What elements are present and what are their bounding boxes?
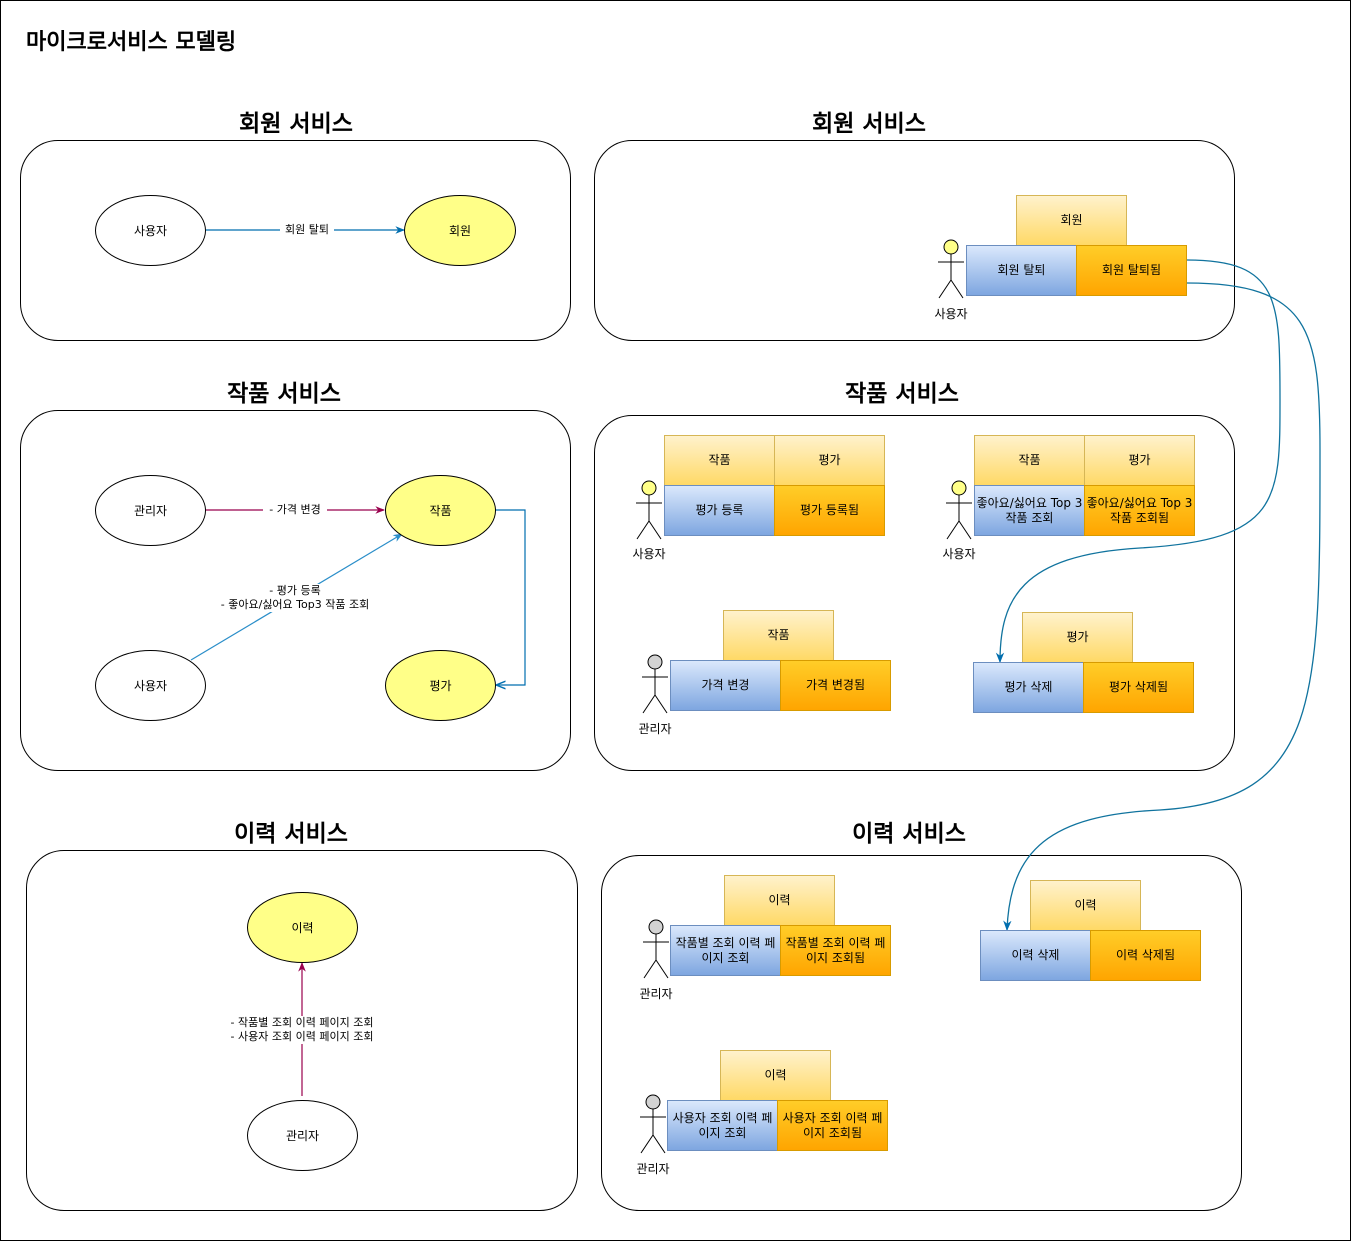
event-rating-deleted: 평가 삭제됨 [1083,662,1194,713]
section-title-member-right: 회원 서비스 [812,111,926,137]
entity-member: 회원 [404,195,516,266]
actor-icon [636,480,662,540]
actor-icon [643,919,669,979]
actor-label: 사용자 [632,547,666,561]
edge-label-line: - 작품별 조회 이력 페이지 조회 [230,1016,374,1029]
event-history-deleted: 이력 삭제됨 [1090,930,1201,981]
actor-label: 사용자 [942,547,976,561]
aggregate-history: 이력 [720,1050,831,1101]
edge-label-price-change: - 가격 변경 [263,503,327,517]
actor-icon [640,1094,666,1154]
command-history-delete: 이력 삭제 [980,930,1091,981]
command-work-history-query: 작품별 조회 이력 페이지 조회 [670,925,781,976]
aggregate-work: 작품 [723,610,834,661]
actor-icon [642,654,668,714]
command-member-withdraw: 회원 탈퇴 [966,245,1077,296]
command-price-change: 가격 변경 [670,660,781,711]
edge-label-user-work: - 평가 등록 - 좋아요/싫어요 Top3 작품 조회 [215,584,375,612]
edge-label-line: - 사용자 조회 이력 페이지 조회 [230,1030,374,1043]
command-user-history-query: 사용자 조회 이력 페이지 조회 [667,1100,778,1151]
entity-admin: 관리자 [247,1100,358,1171]
actor-icon [938,239,964,299]
entity-user: 사용자 [95,650,206,721]
section-title-history-left: 이력 서비스 [234,821,348,847]
event-user-history-queried: 사용자 조회 이력 페이지 조회됨 [777,1100,888,1151]
actor-label: 관리자 [639,987,673,1001]
entity-work: 작품 [385,475,496,546]
aggregate-history: 이력 [724,875,835,926]
entity-user: 사용자 [95,195,206,266]
entity-history: 이력 [247,892,358,963]
command-top3-query: 좋아요/싫어요 Top 3 작품 조회 [974,485,1085,536]
aggregate-rating: 평가 [774,435,885,486]
entity-rating: 평가 [385,650,496,721]
actor-icon [946,480,972,540]
section-title-work-left: 작품 서비스 [227,381,341,407]
actor-label: 사용자 [934,307,968,321]
event-member-withdrawn: 회원 탈퇴됨 [1076,245,1187,296]
aggregate-member: 회원 [1016,195,1127,246]
event-price-changed: 가격 변경됨 [780,660,891,711]
actor-label: 관리자 [636,1162,670,1176]
aggregate-history: 이력 [1030,880,1141,931]
edge-member-to-history-delete [1003,282,1321,932]
edge-label-history: - 작품별 조회 이력 페이지 조회 - 사용자 조회 이력 페이지 조회 [212,1016,392,1044]
event-work-history-queried: 작품별 조회 이력 페이지 조회됨 [780,925,891,976]
command-rating-delete: 평가 삭제 [973,662,1084,713]
aggregate-rating: 평가 [1084,435,1195,486]
edge-label-member-withdraw: 회원 탈퇴 [280,223,334,237]
edge-work-rating [495,509,526,685]
event-rating-registered: 평가 등록됨 [774,485,885,536]
edge-label-line: - 좋아요/싫어요 Top3 작품 조회 [220,598,370,611]
container-member-right [594,140,1235,341]
section-title-member-left: 회원 서비스 [239,111,353,137]
section-title-work-right: 작품 서비스 [845,381,959,407]
aggregate-work: 작품 [974,435,1085,486]
aggregate-work: 작품 [664,435,775,486]
entity-admin: 관리자 [95,475,206,546]
section-title-history-right: 이력 서비스 [852,821,966,847]
aggregate-rating: 평가 [1022,612,1133,663]
page-title: 마이크로서비스 모델링 [26,30,237,55]
event-top3-queried: 좋아요/싫어요 Top 3 작품 조회됨 [1084,485,1195,536]
edge-member-to-rating-delete [995,259,1281,664]
command-rating-register: 평가 등록 [664,485,775,536]
edge-label-line: - 평가 등록 [269,584,321,597]
actor-label: 관리자 [638,722,672,736]
